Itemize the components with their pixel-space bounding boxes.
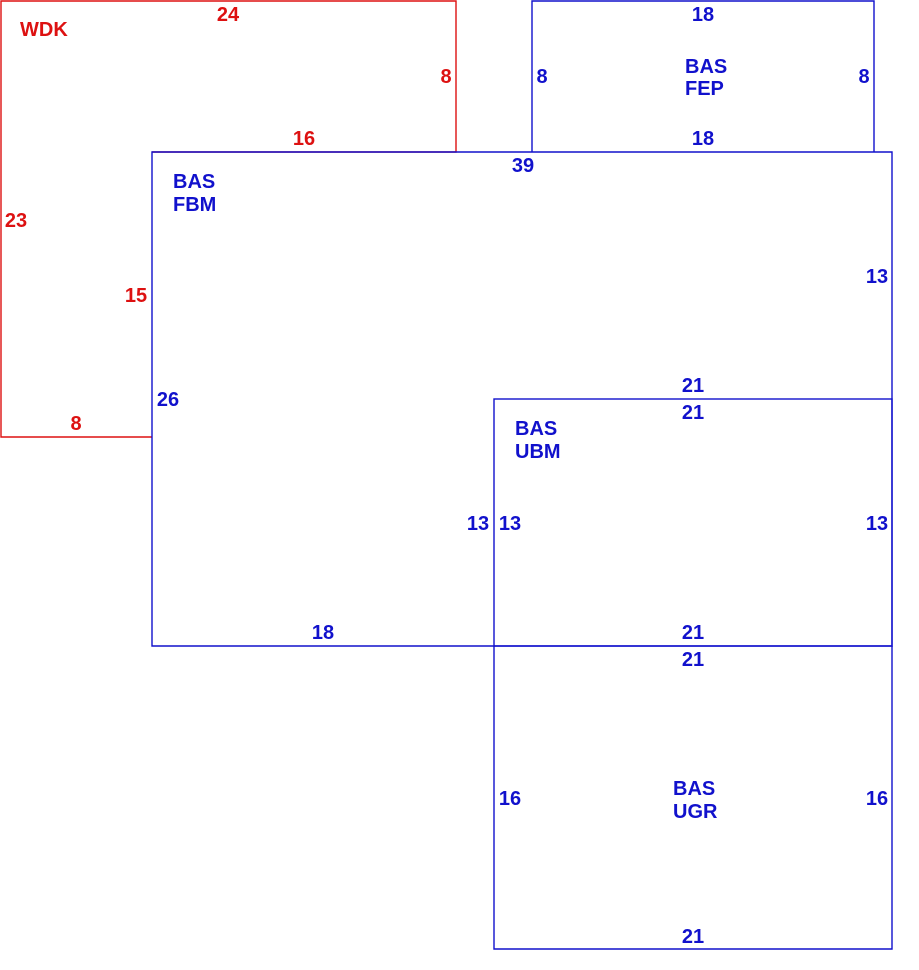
fep-dim-right: 8 (858, 66, 869, 88)
wdk-label: WDK (20, 19, 68, 41)
ugr-dim-left: 16 (499, 788, 521, 810)
ugr-dim-right: 16 (866, 788, 888, 810)
fbm-dim-bottom: 18 (312, 622, 334, 644)
ugr-label-line1: BAS (673, 778, 715, 800)
wdk-dim-left: 23 (5, 210, 27, 232)
ugr-dim-top: 21 (682, 649, 704, 671)
ubm-label-line1: BAS (515, 418, 557, 440)
fep-dim-bottom: 18 (692, 128, 714, 150)
fep-label-line2: FEP (685, 78, 724, 100)
ubm-dim-right: 13 (866, 513, 888, 535)
ugr-label-line2: UGR (673, 801, 718, 823)
fbm-label-line2: FBM (173, 194, 216, 216)
ubm-outline (493, 398, 893, 647)
fep-label-line1: BAS (685, 56, 727, 78)
ugr-dim-bottom: 21 (682, 926, 704, 948)
fbm-label-line1: BAS (173, 171, 215, 193)
fep-outline (531, 0, 875, 152)
wdk-dim-top: 24 (217, 4, 240, 26)
wdk-dim-inner-top: 16 (293, 128, 315, 150)
ubm-dim-bottom: 21 (682, 622, 704, 644)
fbm-dim-right: 13 (866, 266, 888, 288)
ubm-label-line2: UBM (515, 441, 561, 463)
ubm-dim-left: 13 (499, 513, 521, 535)
fep-dim-left: 8 (536, 66, 547, 88)
wdk-dim-right: 8 (440, 66, 451, 88)
fbm-dim-inner-right: 13 (467, 513, 489, 535)
wdk-dim-bottom: 8 (70, 413, 81, 435)
ubm-dim-top-outer: 21 (682, 375, 704, 397)
ugr-outline (493, 646, 893, 950)
wdk-dim-inner-left: 15 (125, 285, 147, 307)
fbm-dim-left: 26 (157, 389, 179, 411)
ubm-dim-top: 21 (682, 402, 704, 424)
fbm-dim-top: 39 (512, 155, 534, 177)
fep-dim-top: 18 (692, 4, 714, 26)
wdk-outline (0, 0, 457, 438)
